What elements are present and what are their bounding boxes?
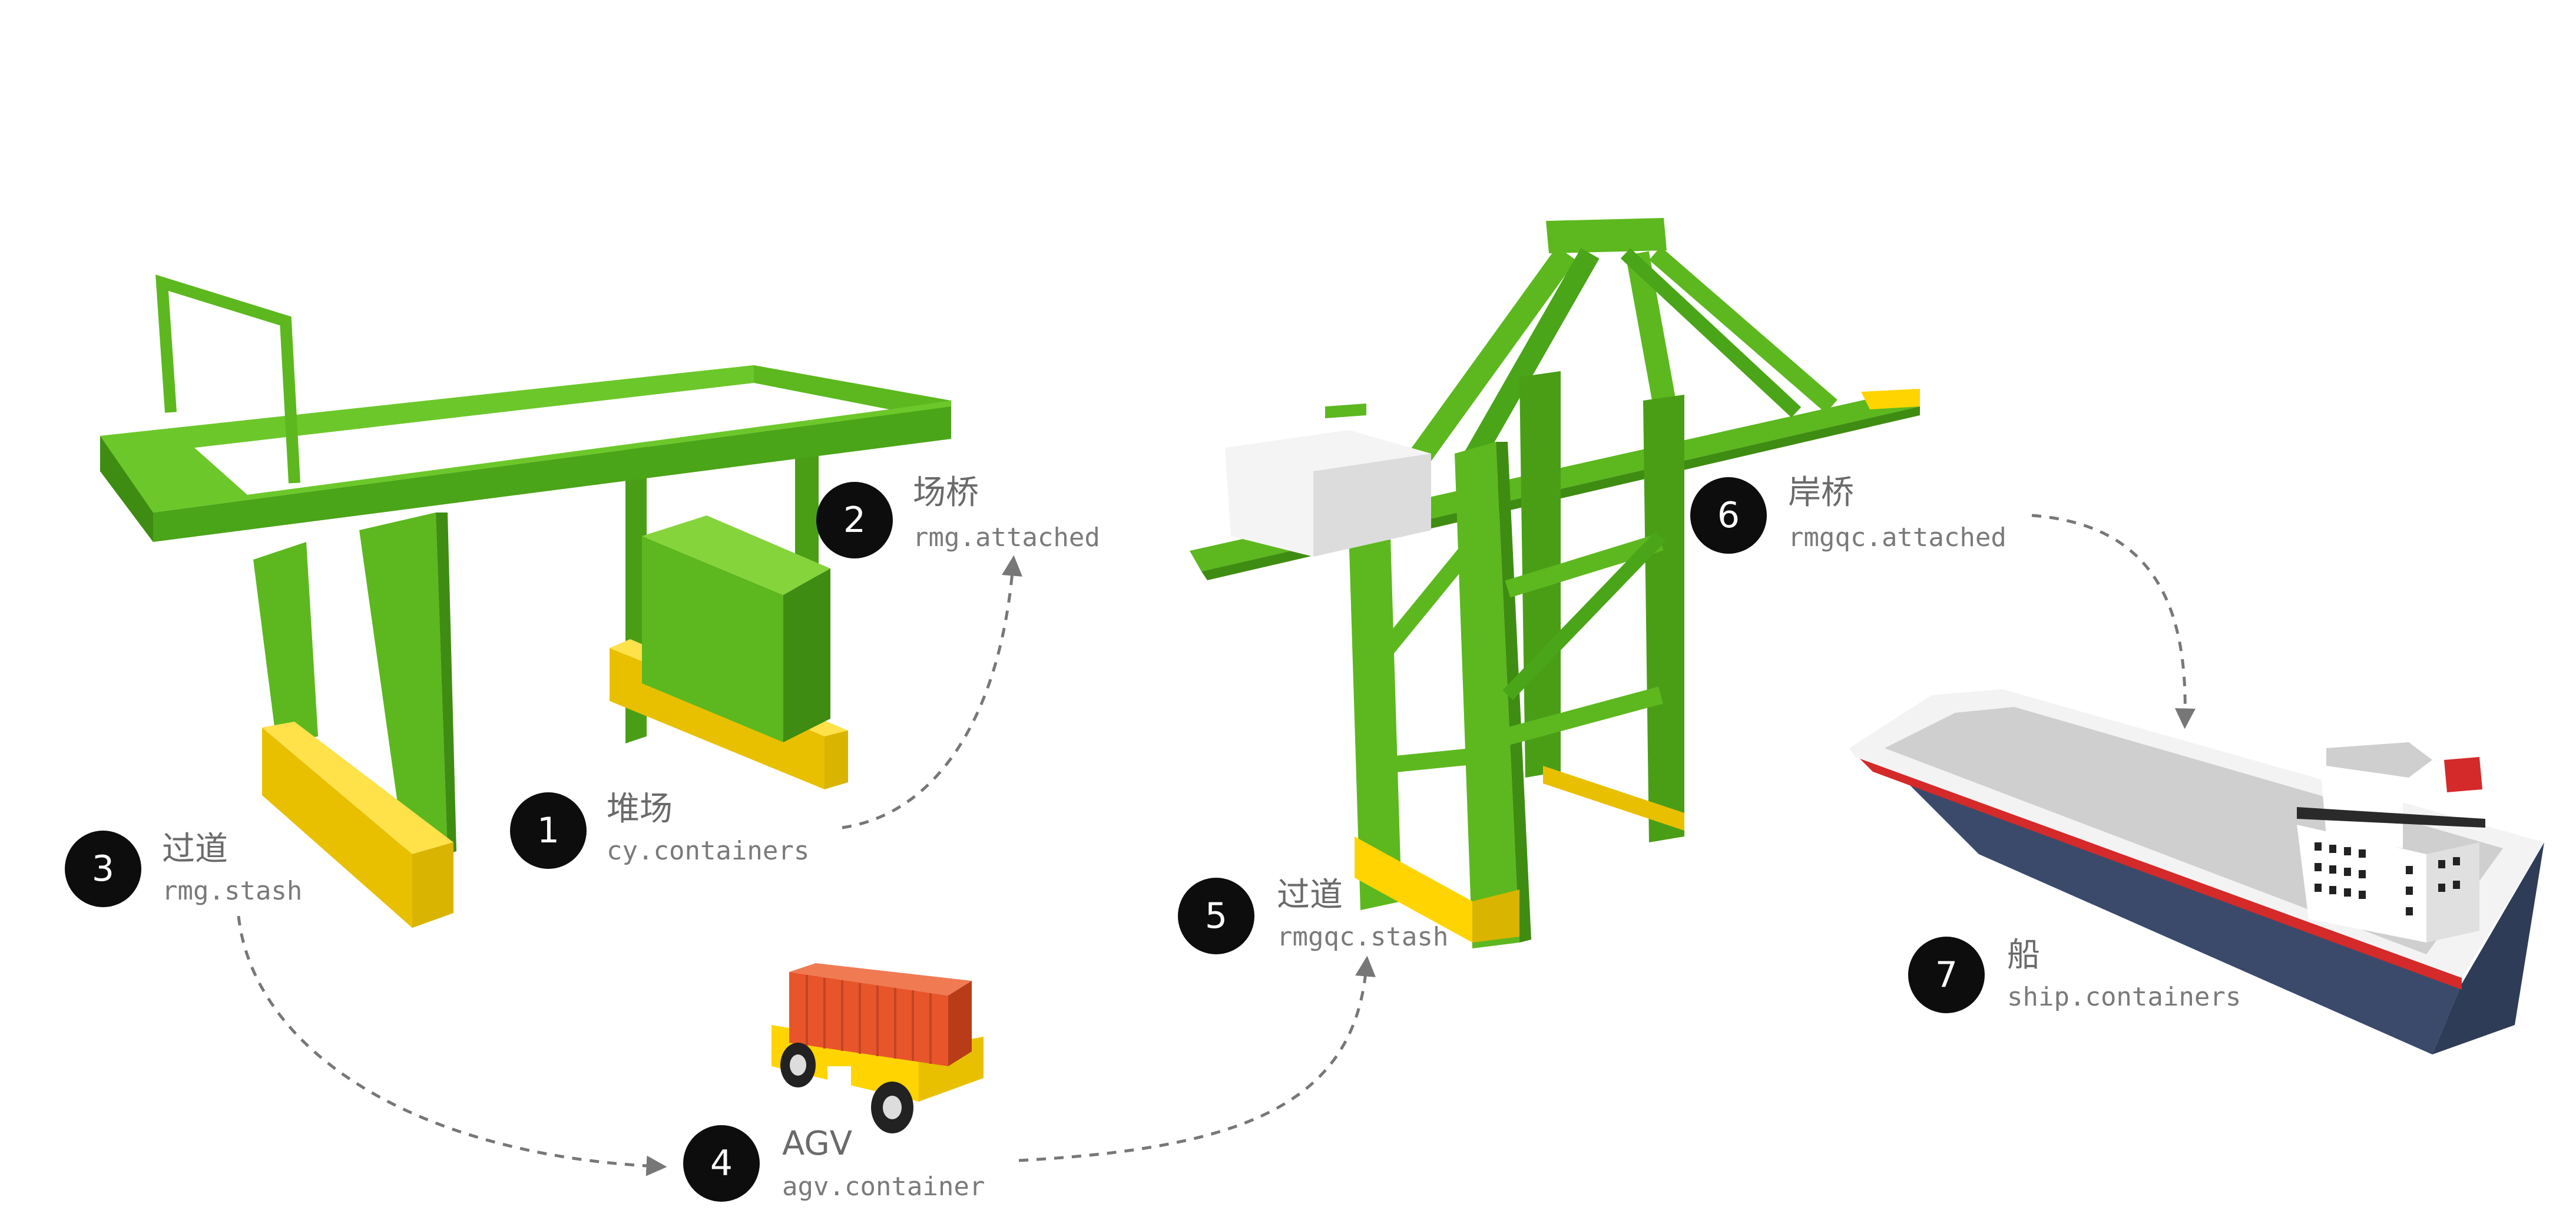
step-title: 场桥 bbox=[913, 474, 979, 512]
step-title: 岸桥 bbox=[1788, 474, 1854, 512]
arrow-1-to-2 bbox=[842, 566, 1013, 828]
step-number-badge: 3 bbox=[65, 831, 141, 907]
step-code: ship.containers bbox=[2007, 983, 2241, 1012]
quay-crane-icon bbox=[1190, 218, 1920, 948]
step-title: 过道 bbox=[162, 831, 228, 868]
step-code: rmg.stash bbox=[162, 877, 302, 906]
step-number-badge: 4 bbox=[683, 1125, 760, 1202]
arrow-6-to-7 bbox=[2032, 515, 2185, 719]
step-number-badge: 5 bbox=[1178, 878, 1254, 954]
step-number-badge: 2 bbox=[816, 482, 893, 558]
step-title: 堆场 bbox=[607, 791, 673, 828]
arrow-3-to-4 bbox=[239, 916, 657, 1166]
step-code: rmgqc.stash bbox=[1277, 922, 1448, 952]
step-code: cy.containers bbox=[607, 836, 809, 866]
step-title: 船 bbox=[2007, 937, 2040, 974]
arrow-4-to-5 bbox=[1019, 966, 1366, 1160]
step-number-badge: 6 bbox=[1690, 477, 1767, 554]
step-code: rmgqc.attached bbox=[1788, 523, 2007, 553]
step-number-badge: 1 bbox=[510, 792, 587, 869]
agv-vehicle-icon bbox=[772, 963, 984, 1133]
step-title: 过道 bbox=[1277, 877, 1343, 914]
step-number-badge: 7 bbox=[1908, 937, 1985, 1013]
step-code: agv.container bbox=[782, 1172, 985, 1202]
step-code: rmg.attached bbox=[913, 523, 1100, 553]
step-title: AGV bbox=[782, 1125, 852, 1163]
